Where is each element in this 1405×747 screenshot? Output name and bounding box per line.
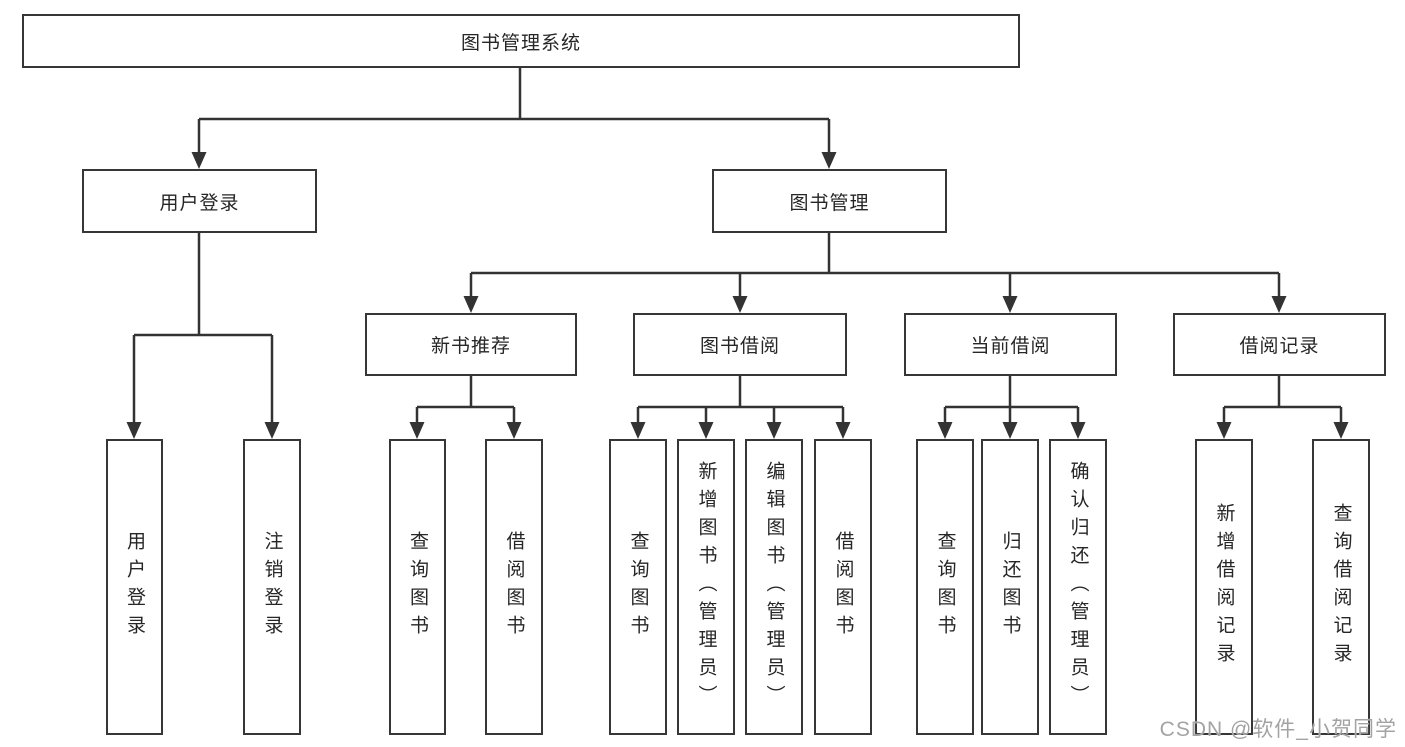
node-root-system: 图书管理系统	[22, 14, 1020, 68]
node-label: 图书借阅	[699, 336, 780, 357]
leaf-logout: 注销登录	[243, 439, 301, 735]
node-label: 当前借阅	[970, 336, 1051, 357]
node-borrow-records: 借阅记录	[1173, 313, 1386, 376]
node-book-borrow: 图书借阅	[633, 313, 847, 376]
leaf-label: 查询图书	[627, 531, 649, 643]
leaf-label: 查询图书	[407, 531, 428, 643]
leaf-label: 新增借阅记录	[1213, 503, 1235, 671]
node-label: 用户登录	[159, 192, 240, 214]
leaf-label: 归还图书	[999, 531, 1021, 643]
node-current-borrow: 当前借阅	[904, 313, 1117, 376]
leaf-label: 借阅图书	[832, 531, 854, 643]
leaf-label: 确认归还（管理员）	[1067, 461, 1089, 713]
leaf-user-login: 用户登录	[106, 439, 163, 735]
leaf-label: 新增图书（管理员）	[695, 461, 717, 713]
leaf-query-borrow-record: 查询借阅记录	[1312, 439, 1370, 735]
node-user-login: 用户登录	[82, 169, 317, 233]
leaf-label: 借阅图书	[503, 531, 525, 643]
node-label: 借阅记录	[1239, 336, 1320, 357]
node-book-management: 图书管理	[712, 169, 947, 233]
leaf-query-books-recommend: 查询图书	[389, 439, 446, 735]
node-new-book-recommend: 新书推荐	[365, 313, 577, 376]
leaf-query-books-current: 查询图书	[916, 439, 974, 735]
leaf-borrow-books-recommend: 借阅图书	[485, 439, 543, 735]
leaf-label: 查询图书	[934, 531, 956, 643]
leaf-query-books-borrow: 查询图书	[609, 439, 667, 735]
node-label: 图书管理	[789, 192, 870, 214]
leaf-edit-books-admin: 编辑图书（管理员）	[745, 439, 803, 735]
leaf-label: 用户登录	[124, 531, 145, 643]
leaf-label: 编辑图书（管理员）	[763, 461, 785, 713]
csdn-watermark: CSDN @软件_小贺同学	[1159, 718, 1397, 741]
leaf-add-books-admin: 新增图书（管理员）	[677, 439, 735, 735]
leaf-borrow-books: 借阅图书	[814, 439, 872, 735]
node-label: 图书管理系统	[460, 32, 581, 54]
leaf-confirm-return-admin: 确认归还（管理员）	[1049, 439, 1107, 735]
leaf-return-books: 归还图书	[981, 439, 1039, 735]
leaf-add-borrow-record: 新增借阅记录	[1195, 439, 1253, 735]
node-label: 新书推荐	[430, 336, 511, 357]
leaf-label: 注销登录	[261, 531, 283, 643]
leaf-label: 查询借阅记录	[1330, 503, 1352, 671]
